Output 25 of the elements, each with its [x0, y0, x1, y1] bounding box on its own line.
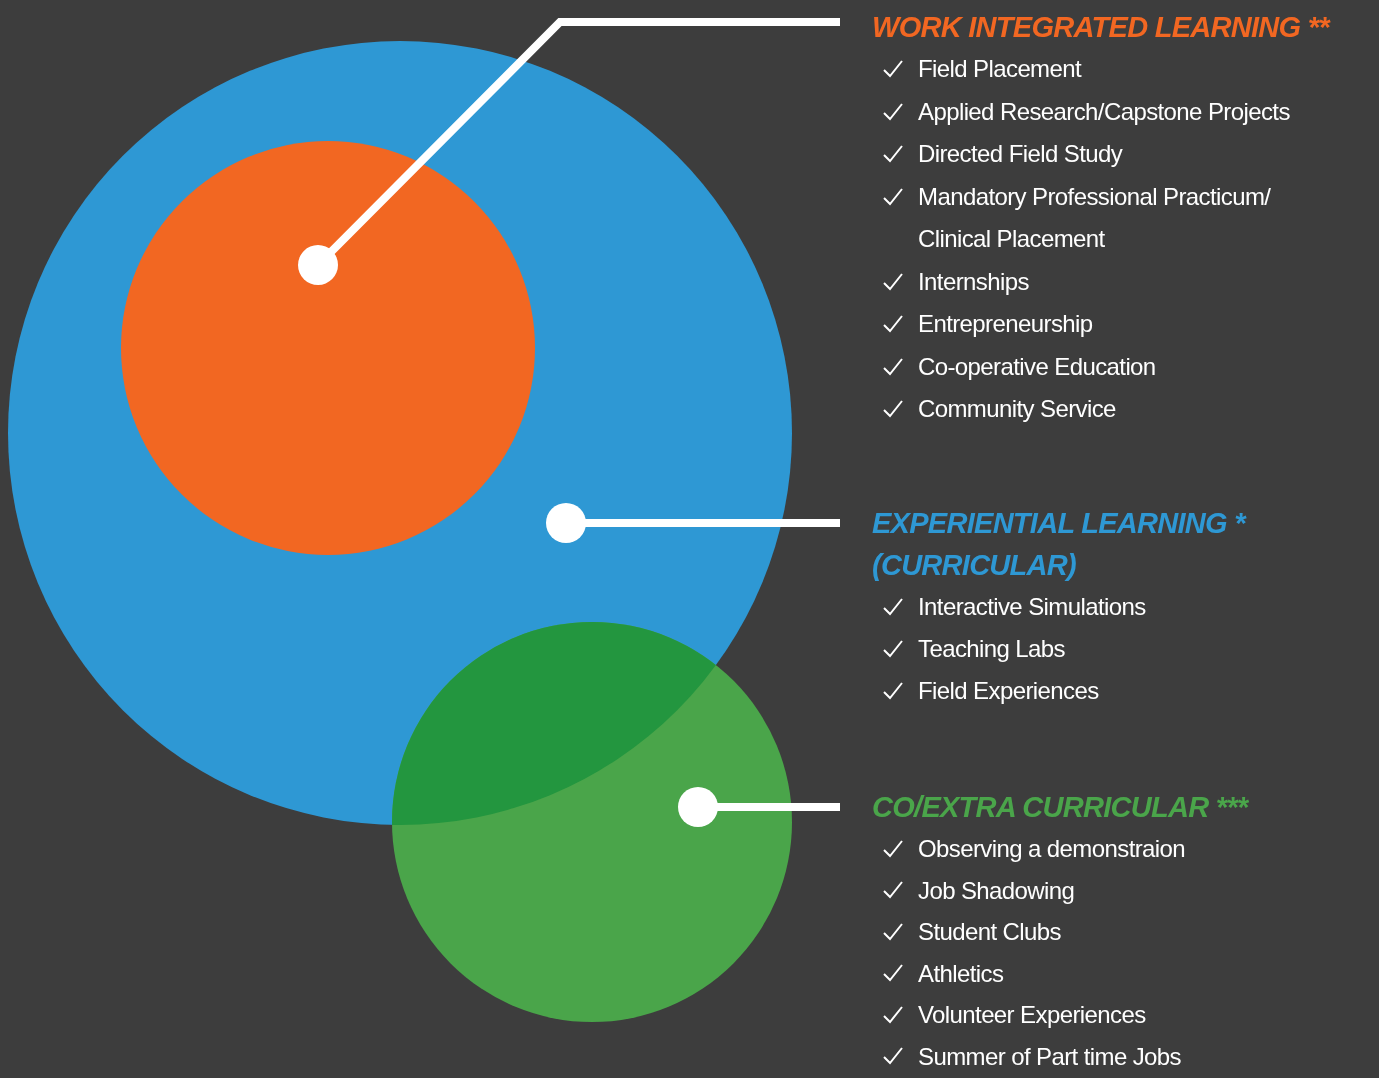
list-item: Interactive Simulations	[918, 592, 1147, 622]
list-item: Student Clubs	[918, 917, 1062, 947]
section-heading: WORK INTEGRATED LEARNING **	[872, 10, 1332, 45]
list-item: Mandatory Professional Practicum/ Clinical Placement	[918, 181, 1272, 254]
list-item: Field Experiences	[918, 676, 1100, 706]
leader-line	[678, 787, 840, 827]
list-item: Directed Field Study	[918, 139, 1124, 169]
list-item: Job Shadowing	[918, 875, 1076, 906]
list-item: Observing a demonstraion	[918, 834, 1187, 864]
list-item: Entrepreneurship	[918, 309, 1094, 339]
leader-line	[546, 503, 840, 543]
list-item: Internships	[918, 266, 1030, 297]
list-item: Field Placement	[918, 54, 1083, 84]
list-item: Volunteer Experiences	[918, 1000, 1147, 1030]
section-heading: EXPERIENTIAL LEARNING * (CURRICULAR)	[872, 506, 1248, 583]
circle-with-overlap	[392, 622, 792, 1022]
list-item: Summer of Part time Jobs	[918, 1041, 1183, 1072]
list-item: Co-operative Education	[918, 351, 1157, 382]
list-item: Teaching Labs	[918, 634, 1066, 664]
section-heading: CO/EXTRA CURRICULAR ***	[872, 790, 1250, 825]
circle	[121, 141, 535, 555]
list-item: Community Service	[918, 394, 1117, 424]
leader-line	[298, 18, 840, 285]
list-item: Applied Research/Capstone Projects	[918, 96, 1291, 127]
list-item: Athletics	[918, 958, 1005, 989]
